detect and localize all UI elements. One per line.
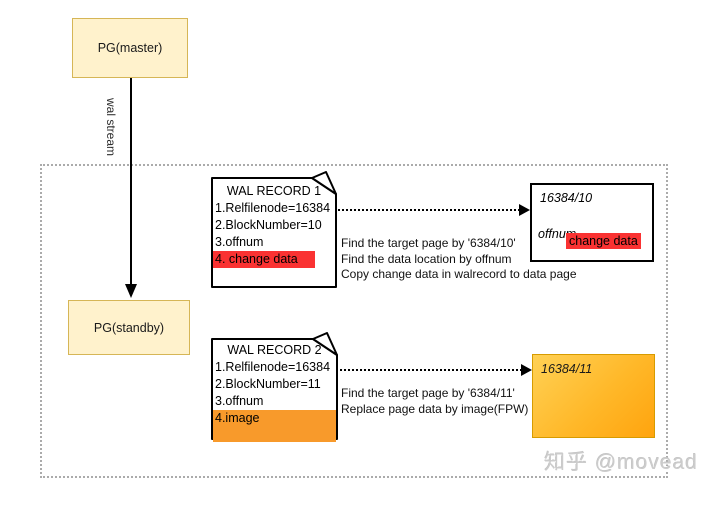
wal-apply-arrow-1 [338,204,530,216]
annotation-line: Find the data location by offnum [341,251,512,266]
annotation-line: Copy change data in walrecord to data pa… [341,267,577,281]
wal-record-2-note: WAL RECORD 2 1.Relfilenode=16384 2.Block… [211,332,338,442]
wal-record-1-title: WAL RECORD 1 [226,184,322,198]
wal-record-1-change-data-highlight: 4. change data [213,251,315,268]
wal-stream-arrowhead-icon [125,284,137,298]
wal-record-2-line: 2.BlockNumber=11 [215,377,321,391]
data-page-1-change-data-highlight: change data [566,233,641,249]
wal-stream-label: wal stream [104,97,118,156]
zhihu-watermark: 知乎 @movead [544,451,698,474]
wal-stream-arrow-line [130,78,132,285]
wal-record-1-line: 1.Relfilenode=16384 [215,201,331,215]
wal-record-2-line: 1.Relfilenode=16384 [215,360,331,374]
wal-record-1-note: WAL RECORD 1 1.Relfilenode=16384 2.Block… [211,171,337,288]
annotation-line: Replace page data by image(FPW) [341,401,529,416]
data-page-16384-11-box: 16384/11 [532,354,655,438]
apply-steps-annotation-1: Find the target page by '6384/10' Find t… [341,236,577,283]
data-page-16384-10-box: 16384/10 offnum change data [530,183,654,262]
wal-record-1-line: 3.offnum [215,235,264,249]
wal-record-2-title: WAL RECORD 2 [227,343,322,357]
dotted-line [338,209,520,211]
wal-record-2-image-highlight: 4.image [213,410,336,442]
wal-record-1-line: 2.BlockNumber=10 [215,218,322,232]
annotation-line: Find the target page by '6384/11' [341,386,515,400]
dotted-line [340,369,522,371]
pg-master-box: PG(master) [72,18,188,78]
pg-master-label: PG(master) [97,41,163,55]
annotation-line: Find the target page by '6384/10' [341,236,516,250]
wal-apply-arrow-2 [340,364,532,376]
data-page-1-title: 16384/10 [540,191,593,205]
arrowhead-icon [521,364,532,376]
data-page-2-title: 16384/11 [541,362,593,376]
apply-steps-annotation-2: Find the target page by '6384/11' Replac… [341,386,528,417]
pg-standby-label: PG(standby) [93,320,165,335]
arrowhead-icon [519,204,530,216]
standby-dotted-container [40,164,668,478]
pg-standby-box: PG(standby) [68,300,190,355]
wal-record-2-line: 3.offnum [215,394,264,408]
